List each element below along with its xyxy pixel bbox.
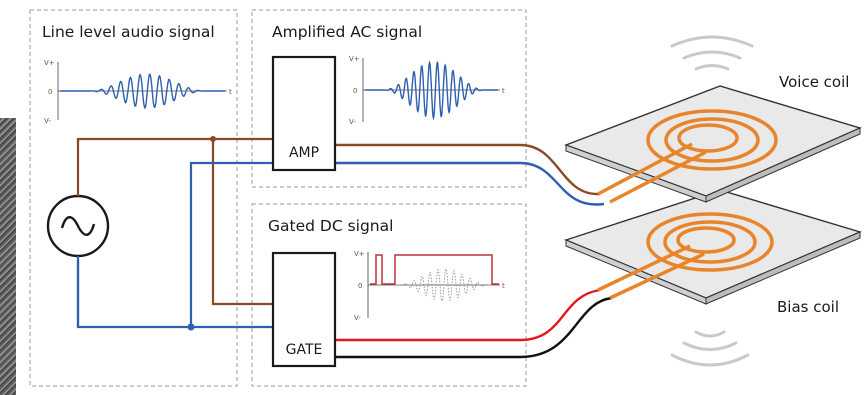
axis-vminus-label: V- — [349, 118, 356, 126]
gated-title: Gated DC signal — [268, 217, 393, 235]
axis-t-label: t — [502, 282, 505, 290]
axis-zero-label: 0 — [358, 282, 362, 290]
voice-coil-label: Voice coil — [779, 73, 849, 91]
amplified-waveform — [365, 62, 498, 118]
axis-vplus-label: V+ — [354, 250, 365, 258]
axis-t-label: t — [502, 87, 505, 95]
bias-coil-label: Bias coil — [777, 298, 839, 316]
gated-dc-pulse — [370, 255, 499, 284]
axis-zero-label: 0 — [353, 87, 357, 95]
sound-wave-bottom-icon — [672, 332, 748, 365]
axis-vplus-label: V+ — [349, 55, 360, 63]
amp-output-blue-wire — [335, 163, 604, 205]
axis-t-label: t — [229, 88, 232, 96]
ac-source-icon — [48, 196, 108, 256]
line-level-panel — [30, 10, 237, 386]
voice-coil-sheet — [566, 86, 860, 202]
axis-vminus-label: V- — [354, 314, 361, 322]
wire-junction-dot — [210, 136, 216, 142]
sound-wave-top-icon — [672, 37, 752, 69]
line-level-waveform — [60, 74, 225, 108]
brown-wire-to-amp — [78, 139, 273, 143]
line-level-title: Line level audio signal — [42, 23, 215, 41]
axis-zero-label: 0 — [48, 88, 52, 96]
axis-vminus-label: V- — [44, 117, 51, 125]
axis-vplus-label: V+ — [44, 59, 55, 67]
amplified-title: Amplified AC signal — [272, 23, 422, 41]
wire-junction-dot — [188, 324, 195, 331]
amp-label: AMP — [289, 145, 319, 161]
gate-label: GATE — [286, 342, 323, 358]
gate-output-red-wire — [335, 290, 600, 340]
blue-wire-to-gate — [78, 260, 273, 327]
blue-wire-to-amp — [191, 163, 273, 327]
bias-coil-sheet — [566, 190, 860, 304]
